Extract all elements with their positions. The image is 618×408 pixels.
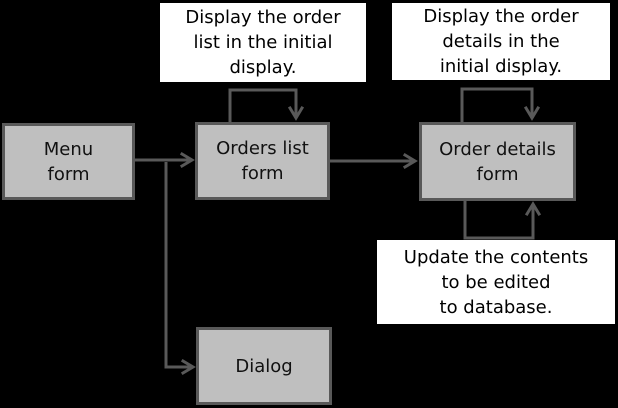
arrow-menu-branch-to-dialog bbox=[164, 162, 196, 376]
flow-node-orders-list-form: Orders list form bbox=[195, 122, 330, 200]
arrow-orders-list-self-loop-top bbox=[228, 88, 305, 124]
node-label-line: form bbox=[476, 163, 519, 185]
arrow-order-details-self-loop-bottom bbox=[463, 199, 542, 240]
annotation-line: initial display. bbox=[439, 56, 563, 77]
annotation-update-database: Update the contents to be edited to data… bbox=[377, 240, 615, 324]
node-label-line: form bbox=[47, 163, 90, 185]
node-label-line: Order details bbox=[439, 138, 556, 160]
annotation-line: Display the order bbox=[185, 7, 341, 28]
flow-node-menu-form: Menu form bbox=[2, 123, 135, 200]
annotation-line: Display the order bbox=[423, 6, 579, 27]
arrow-order-details-self-loop-top bbox=[460, 87, 541, 124]
annotation-line: display. bbox=[229, 57, 297, 78]
annotation-line: to database. bbox=[439, 296, 553, 318]
node-label-line: Menu bbox=[43, 138, 94, 160]
annotation-line: details in the bbox=[442, 31, 560, 52]
annotation-display-order-details: Display the order details in the initial… bbox=[392, 3, 610, 80]
annotation-display-order-list: Display the order list in the initial di… bbox=[160, 3, 366, 82]
flow-node-dialog: Dialog bbox=[196, 327, 332, 405]
node-label-line: form bbox=[241, 163, 284, 184]
node-label-line: Dialog bbox=[235, 355, 293, 377]
node-label-line: Orders list bbox=[216, 138, 309, 159]
annotation-line: Update the contents bbox=[403, 246, 589, 268]
flow-node-order-details-form: Order details form bbox=[419, 122, 576, 201]
annotation-line: list in the initial bbox=[193, 32, 333, 53]
annotation-line: to be edited bbox=[441, 271, 551, 293]
